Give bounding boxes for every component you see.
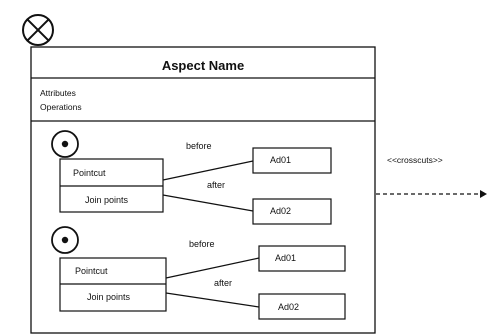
advice-box: [252, 198, 332, 225]
before-label: before: [189, 239, 215, 249]
aspect-symbol-icon: [22, 14, 54, 46]
advice-box: [258, 245, 346, 272]
pointcut-group-2: [51, 226, 346, 320]
pointcut-group-1: [51, 130, 332, 225]
before-label: before: [186, 141, 212, 151]
after-label: after: [207, 180, 226, 190]
arrowhead-icon: [480, 190, 487, 198]
pointcut-label: Pointcut: [75, 266, 108, 276]
pointcut-label: Pointcut: [73, 168, 106, 178]
advice-name: Ad02: [278, 302, 300, 312]
attributes-label: Attributes: [40, 88, 76, 98]
before-connector: [165, 257, 260, 279]
after-connector: [165, 292, 260, 308]
advice-name: Ad01: [270, 155, 292, 165]
advice-name: Ad02: [270, 206, 292, 216]
advice-box: [252, 147, 332, 174]
join-point-marker-icon: [51, 130, 79, 158]
operations-label: Operations: [40, 102, 82, 112]
crosscuts-stereotype: <<crosscuts>>: [387, 155, 443, 165]
aspect-name: Aspect Name: [161, 58, 245, 73]
join-points-label: Join points: [85, 195, 129, 205]
after-label: after: [214, 278, 233, 288]
join-points-label: Join points: [87, 292, 131, 302]
before-connector: [162, 160, 254, 181]
after-connector: [162, 194, 254, 212]
crosscuts-dependency: [376, 190, 487, 198]
advice-box: [258, 293, 346, 320]
advice-name: Ad01: [275, 253, 297, 263]
join-point-marker-icon: [51, 226, 79, 254]
